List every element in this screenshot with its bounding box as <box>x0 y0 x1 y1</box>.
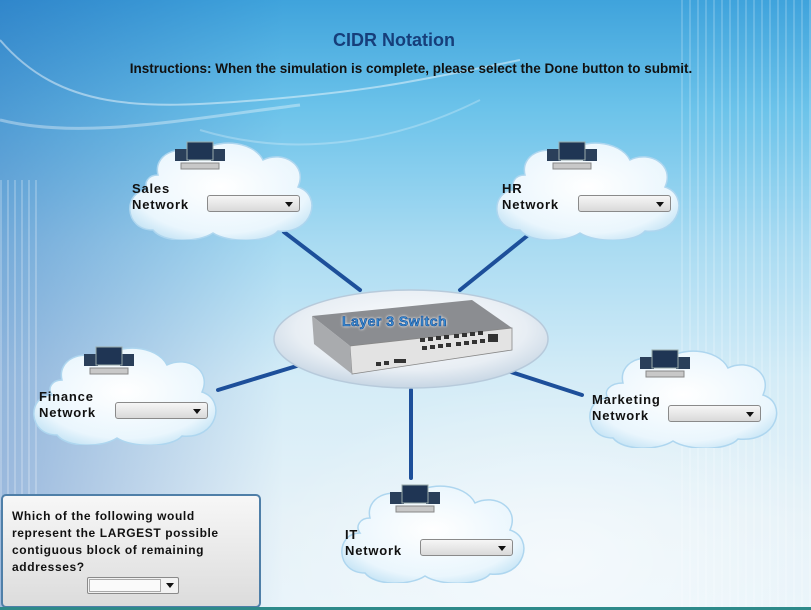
cloud-shape <box>589 350 778 448</box>
cloud-shape <box>129 142 313 240</box>
cloud-shape <box>496 142 680 240</box>
page-title: CIDR Notation <box>333 30 455 50</box>
chevron-down-icon <box>498 546 506 551</box>
finance-label-line1: Finance <box>39 389 94 404</box>
chevron-down-icon <box>285 202 293 207</box>
switch-label: Layer 3 Switch <box>342 313 448 330</box>
instructions-text: Instructions: When the simulation is com… <box>129 61 693 76</box>
chevron-down-icon <box>746 412 754 417</box>
hr-label-line1: HR <box>502 181 523 196</box>
finance-network-dropdown[interactable] <box>115 402 208 419</box>
bottom-border <box>0 607 811 610</box>
hr-network-dropdown[interactable] <box>578 195 671 212</box>
question-text: Which of the following would represent t… <box>12 509 219 574</box>
marketing-network-dropdown[interactable] <box>668 405 761 422</box>
background-binary-stripes <box>681 0 811 610</box>
question-panel: Which of the following would represent t… <box>1 494 261 608</box>
layer3-switch: Layer 3 Switch <box>272 288 550 390</box>
sales-network-dropdown[interactable] <box>207 195 300 212</box>
sales-label-line2: Network <box>132 197 189 212</box>
chevron-down-icon <box>166 583 174 588</box>
hr-label-line2: Network <box>502 197 559 212</box>
marketing-label-line1: Marketing <box>592 392 661 407</box>
link-hr <box>458 230 534 292</box>
link-sales <box>282 230 362 292</box>
sales-label-line1: Sales <box>132 181 170 196</box>
network-switch-icon <box>273 289 549 389</box>
chevron-down-icon <box>656 202 664 207</box>
cloud-shape <box>341 485 525 583</box>
cloud-shape <box>33 347 217 445</box>
it-label-line1: IT <box>345 527 359 542</box>
marketing-label-line2: Network <box>592 408 649 423</box>
finance-label-line2: Network <box>39 405 96 420</box>
it-label-line2: Network <box>345 543 402 558</box>
it-network-dropdown[interactable] <box>420 539 513 556</box>
chevron-down-icon <box>193 409 201 414</box>
largest-block-dropdown[interactable] <box>87 577 179 594</box>
dropdown-field <box>89 579 161 592</box>
